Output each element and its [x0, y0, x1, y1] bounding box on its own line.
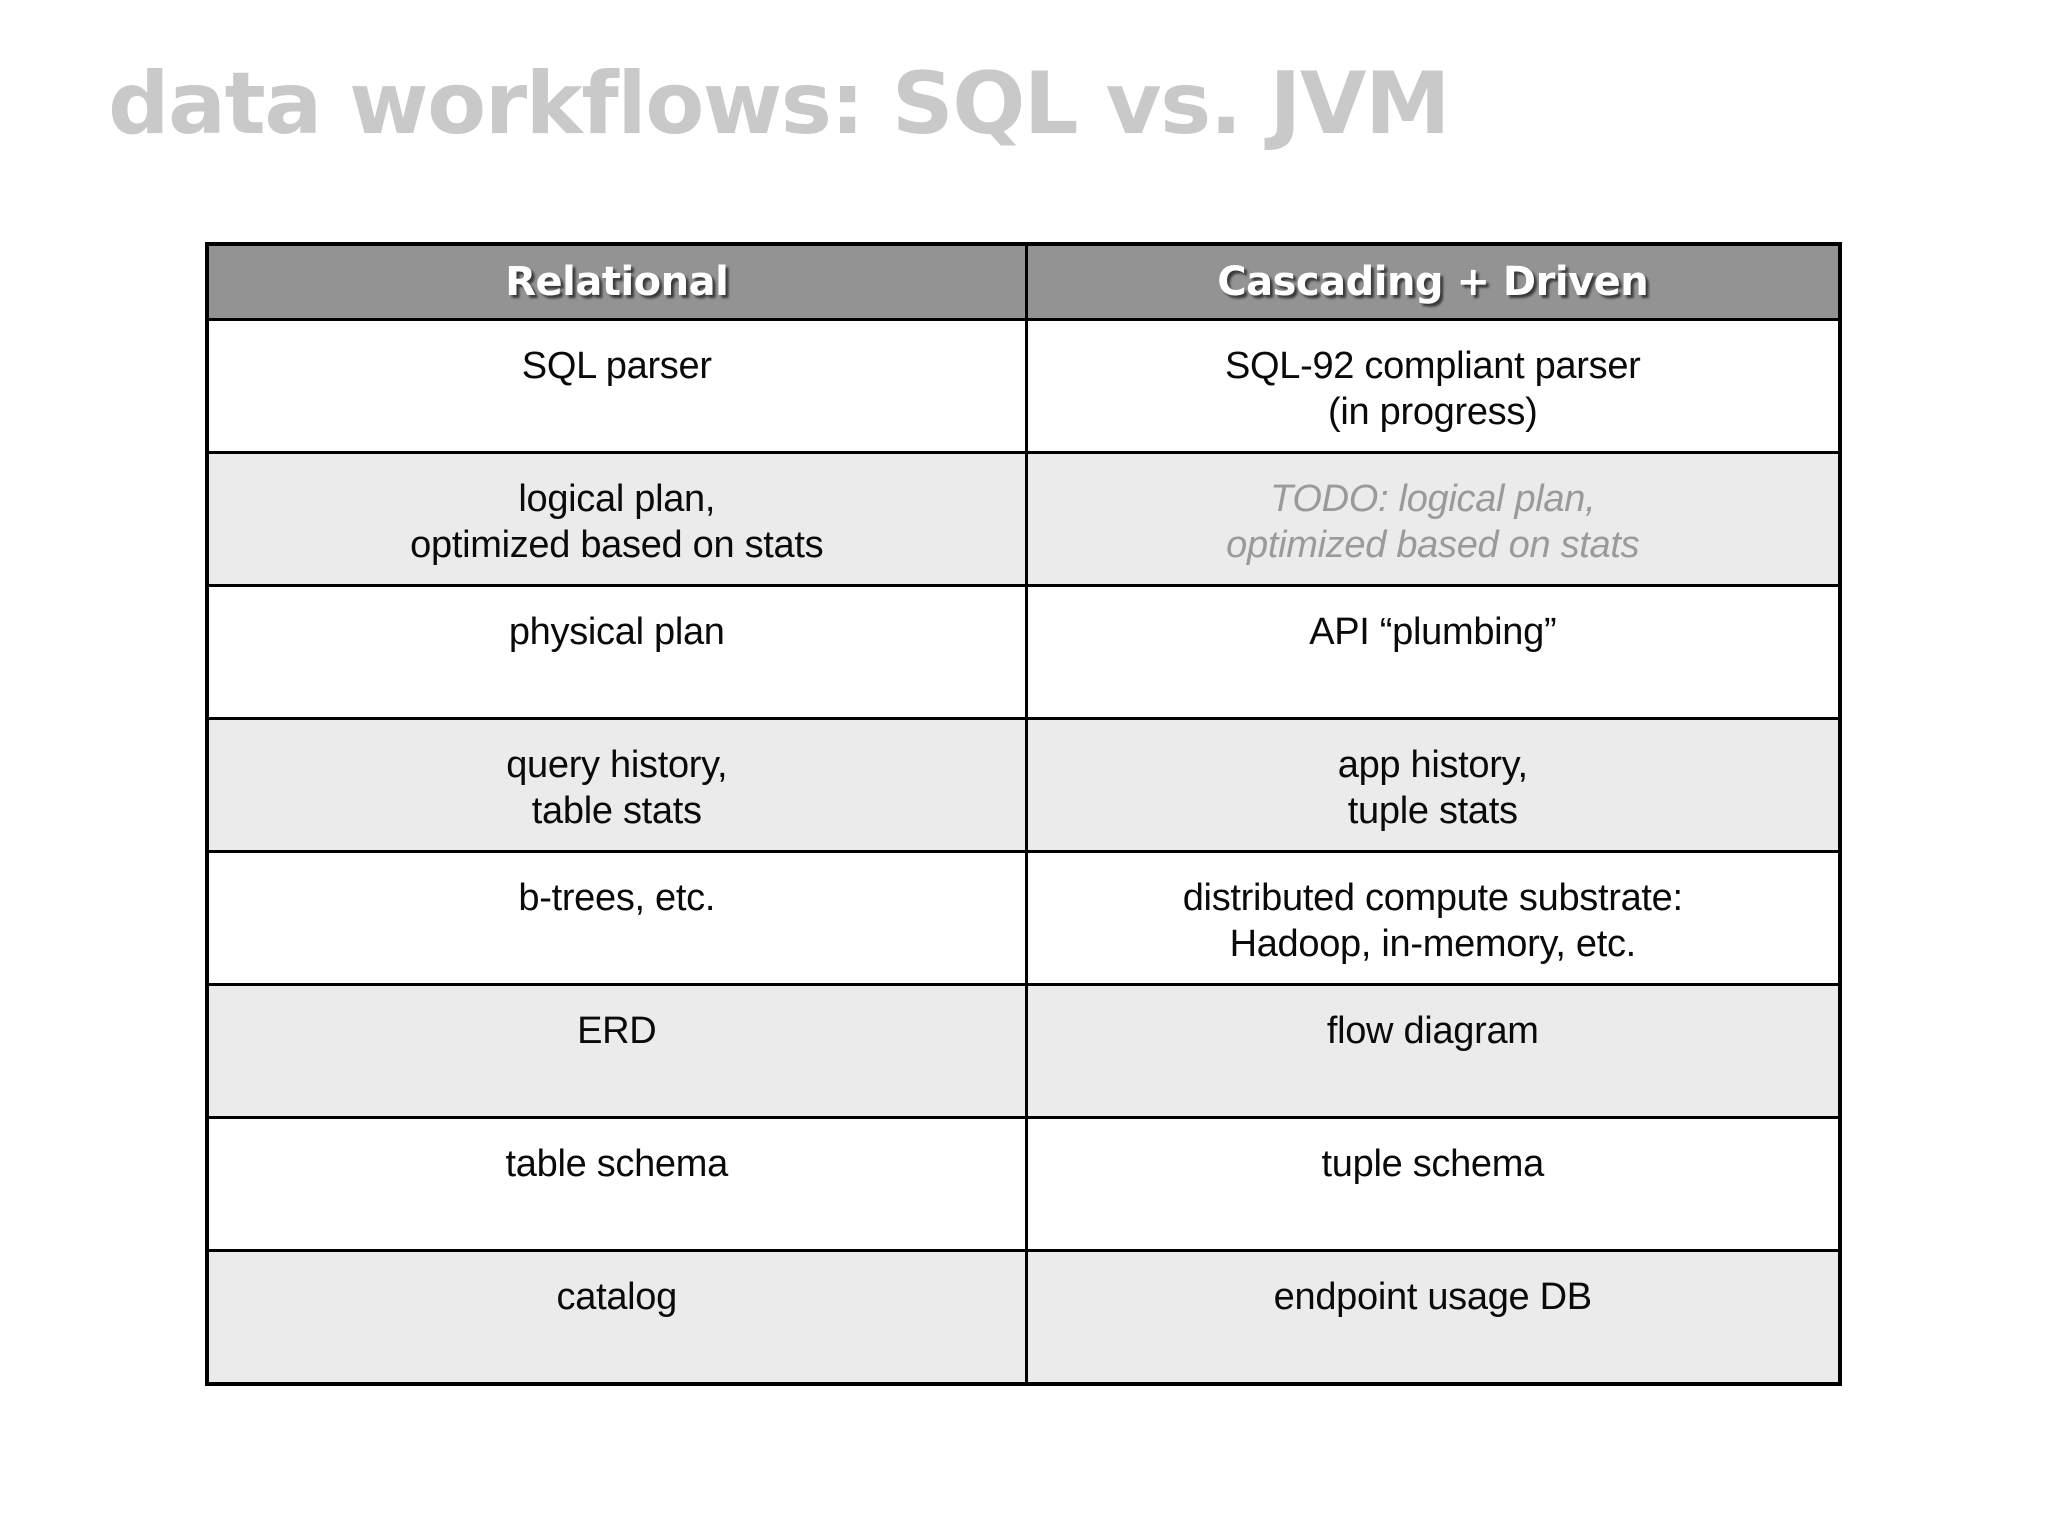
cell-relational: ERD	[205, 983, 1028, 1119]
table-row: physical plan API “plumbing”	[205, 584, 1842, 720]
cell-relational: query history, table stats	[205, 717, 1028, 853]
cell-cascading: flow diagram	[1024, 983, 1842, 1119]
column-header-label: Relational	[505, 259, 729, 305]
cell-relational: table schema	[205, 1116, 1028, 1252]
cell-text: SQL parser	[521, 345, 712, 387]
table-row: ERD flow diagram	[205, 983, 1842, 1119]
cell-text: flow diagram	[1326, 1010, 1539, 1052]
cell-text: API “plumbing”	[1309, 611, 1557, 653]
table-row: query history, table stats app history, …	[205, 717, 1842, 853]
cell-relational: b-trees, etc.	[205, 850, 1028, 986]
cell-text: endpoint usage DB	[1273, 1276, 1592, 1318]
comparison-table: Relational Cascading + Driven SQL parser…	[205, 242, 1842, 1386]
cell-text: query history, table stats	[506, 744, 728, 833]
cell-text: physical plan	[508, 611, 725, 653]
cell-cascading: API “plumbing”	[1024, 584, 1842, 720]
cell-cascading: endpoint usage DB	[1024, 1249, 1842, 1385]
cell-text: SQL-92 compliant parser (in progress)	[1224, 345, 1641, 434]
cell-relational: physical plan	[205, 584, 1028, 720]
cell-text: logical plan, optimized based on stats	[410, 478, 824, 567]
table-row: SQL parser SQL-92 compliant parser (in p…	[205, 318, 1842, 454]
table-row: logical plan, optimized based on stats T…	[205, 451, 1842, 587]
table-row: catalog endpoint usage DB	[205, 1249, 1842, 1385]
column-header-label: Cascading + Driven	[1217, 259, 1649, 305]
cell-text: app history, tuple stats	[1337, 744, 1528, 833]
cell-cascading: SQL-92 compliant parser (in progress)	[1024, 318, 1842, 454]
table-row: table schema tuple schema	[205, 1116, 1842, 1252]
table-header-row: Relational Cascading + Driven	[205, 242, 1842, 321]
column-header-relational: Relational	[205, 242, 1028, 321]
cell-relational: catalog	[205, 1249, 1028, 1385]
cell-text: table schema	[505, 1143, 729, 1185]
page-title: data workflows: SQL vs. JVM	[108, 54, 1451, 154]
cell-cascading: TODO: logical plan, optimized based on s…	[1024, 451, 1842, 587]
cell-text: distributed compute substrate: Hadoop, i…	[1182, 877, 1683, 966]
cell-cascading: app history, tuple stats	[1024, 717, 1842, 853]
cell-text: catalog	[556, 1276, 678, 1318]
table-body: SQL parser SQL-92 compliant parser (in p…	[205, 318, 1842, 1385]
cell-relational: logical plan, optimized based on stats	[205, 451, 1028, 587]
cell-text: ERD	[577, 1010, 657, 1052]
cell-text: b-trees, etc.	[518, 877, 716, 919]
cell-cascading: distributed compute substrate: Hadoop, i…	[1024, 850, 1842, 986]
column-header-cascading-driven: Cascading + Driven	[1024, 242, 1842, 321]
cell-relational: SQL parser	[205, 318, 1028, 454]
cell-cascading: tuple schema	[1024, 1116, 1842, 1252]
table-header: Relational Cascading + Driven	[205, 242, 1842, 321]
table-row: b-trees, etc. distributed compute substr…	[205, 850, 1842, 986]
cell-text: tuple schema	[1321, 1143, 1545, 1185]
cell-text-todo: TODO: logical plan, optimized based on s…	[1226, 478, 1640, 567]
